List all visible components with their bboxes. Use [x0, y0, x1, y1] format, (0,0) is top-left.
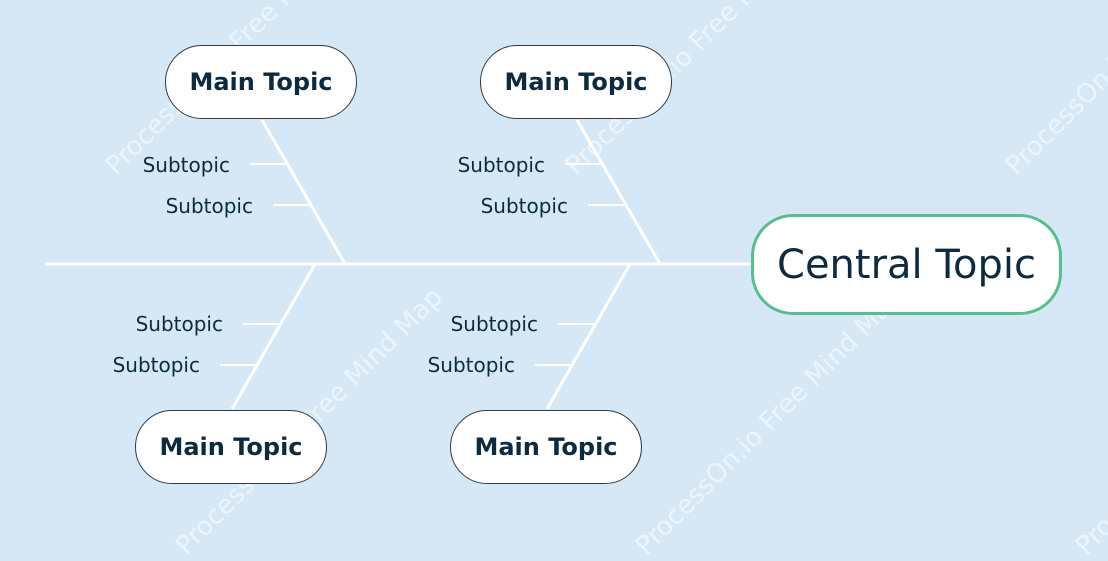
main-topic-node[interactable]: Main Topic: [165, 45, 357, 119]
subtopic-node[interactable]: Subtopic: [142, 153, 230, 177]
branch-line: [260, 119, 347, 265]
subtopic-node[interactable]: Subtopic: [135, 312, 223, 336]
central-topic-node[interactable]: Central Topic: [751, 214, 1062, 315]
subtopic-node[interactable]: Subtopic: [457, 153, 545, 177]
main-topic-label: Main Topic: [504, 68, 648, 96]
main-topic-node[interactable]: Main Topic: [480, 45, 672, 119]
subtopic-node[interactable]: Subtopic: [165, 194, 253, 218]
main-topic-label: Main Topic: [474, 433, 618, 461]
subtopic-node[interactable]: Subtopic: [450, 312, 538, 336]
fishbone-lines: [45, 119, 751, 410]
fishbone-diagram: ProcessOn.io Free Mind Map ProcessOn.io …: [45, 0, 1108, 561]
main-topic-label: Main Topic: [159, 433, 303, 461]
branch-line: [575, 119, 662, 265]
subtopic-node[interactable]: Subtopic: [480, 194, 568, 218]
branch-line: [230, 263, 317, 410]
subtopic-node[interactable]: Subtopic: [427, 353, 515, 377]
central-topic-label: Central Topic: [777, 241, 1036, 288]
main-topic-label: Main Topic: [189, 68, 333, 96]
main-topic-node[interactable]: Main Topic: [135, 410, 327, 484]
subtopic-node[interactable]: Subtopic: [112, 353, 200, 377]
main-topic-node[interactable]: Main Topic: [450, 410, 642, 484]
branch-line: [545, 263, 632, 410]
